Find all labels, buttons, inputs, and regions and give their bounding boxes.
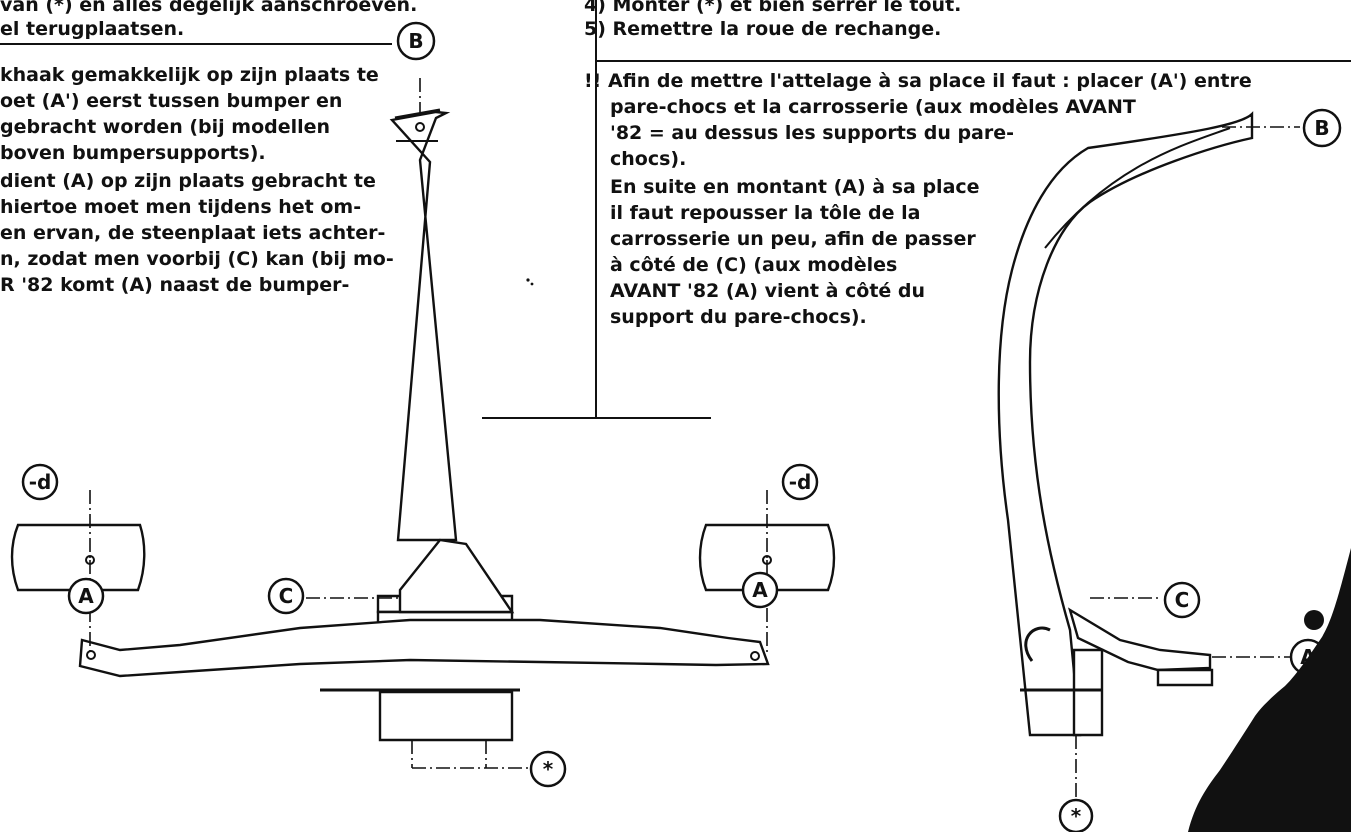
right-line-1: 4) Monter (*) et bien serrer le tout. (584, 0, 962, 16)
left-label-a-circle (67, 577, 105, 615)
scan-dark-speck (1304, 610, 1324, 630)
right-label-star-circle (1058, 798, 1094, 832)
right-label-c-circle (1163, 581, 1201, 619)
right-line-9: carrosserie un peu, afin de passer (610, 228, 976, 250)
left-line-5: gebracht worden (bij modellen (0, 116, 331, 138)
scan-dark-edge (1188, 548, 1351, 832)
right-label-d-circle (781, 463, 819, 501)
right-towbar-arm (997, 111, 1254, 737)
left-crossbar (78, 618, 770, 678)
right-hook-loop (1024, 626, 1051, 662)
right-line-5: '82 = au dessus les supports du pare- (610, 122, 1015, 144)
left-arm-bolt (415, 122, 425, 132)
scan-speck-2 (530, 282, 534, 286)
left-line-7: dient (A) op zijn plaats gebracht te (0, 170, 376, 192)
right-line-10: à côté de (C) (aux modèles (610, 254, 898, 276)
left-label-d: -d (29, 470, 52, 494)
left-label-b: B (408, 29, 423, 53)
right-label-c: C (1175, 588, 1190, 612)
left-line-3: khaak gemakkelijk op zijn plaats te (0, 64, 379, 86)
left-towbar-arm (389, 110, 458, 542)
left-line-8: hiertoe moet men tijdens het om- (0, 196, 362, 218)
right-line-3: !! Afin de mettre l'attelage à sa place … (584, 70, 1252, 92)
left-label-a: A (78, 584, 94, 608)
left-line-11: R '82 komt (A) naast de bumper- (0, 274, 350, 296)
left-label-c-circle (267, 577, 305, 615)
right-line-6: chocs). (610, 148, 687, 170)
left-crossbar-bolt-left (86, 650, 96, 660)
left-line-2: el terugplaatsen. (0, 18, 185, 40)
left-line-4: oet (A') eerst tussen bumper en (0, 90, 343, 112)
left-line-1: van (*) en alles degelijk aanschroeven. (0, 0, 418, 16)
right-label-d: -d (789, 470, 812, 494)
left-label-star-circle (529, 750, 567, 788)
right-line-7: En suite en montant (A) à sa place (610, 176, 980, 198)
right-line-12: support du pare-chocs). (610, 306, 867, 328)
left-label-d-circle (21, 463, 59, 501)
right-label-b: B (1314, 116, 1329, 140)
right-line-2: 5) Remettre la roue de rechange. (584, 18, 942, 40)
right-line-11: AVANT '82 (A) vient à côté du (610, 280, 926, 302)
right-line-4: pare-chocs et la carrosserie (aux modèle… (610, 96, 1136, 118)
left-line-6: boven bumpersupports). (0, 142, 266, 164)
right-bracket-upper (1068, 607, 1212, 672)
right-arm-inner-curve (1044, 127, 1231, 249)
left-mount-wedge (398, 538, 515, 614)
right-label-b-circle (1302, 108, 1342, 148)
right-section-rule (596, 60, 1351, 62)
right-lower-bracket (1072, 648, 1104, 737)
scan-speck-1 (526, 278, 530, 282)
left-section-rule (0, 43, 392, 45)
left-towbar-diagram: B -d -d A A C * (10, 21, 836, 788)
left-arm-top-edge (394, 108, 441, 120)
right-label-a: A (752, 578, 768, 602)
left-line-9: en ervan, de steenplaat iets achter- (0, 222, 386, 244)
left-label-star: * (543, 757, 554, 781)
right-profile-diagram: B C A * (997, 108, 1342, 832)
left-label-c: C (279, 584, 294, 608)
left-line-10: n, zodat men voorbij (C) kan (bij mo- (0, 248, 394, 270)
left-label-b-circle (396, 21, 436, 61)
right-line-8: il faut repousser la tôle de la (610, 202, 921, 224)
left-mount-lower-block (378, 690, 514, 742)
right-label-star: * (1071, 804, 1082, 828)
left-crossbar-bolt-right (750, 651, 760, 661)
right-bracket-box (1156, 668, 1214, 687)
left-bumper-end-piece-left (10, 523, 146, 592)
right-label-a-circle (741, 571, 779, 609)
